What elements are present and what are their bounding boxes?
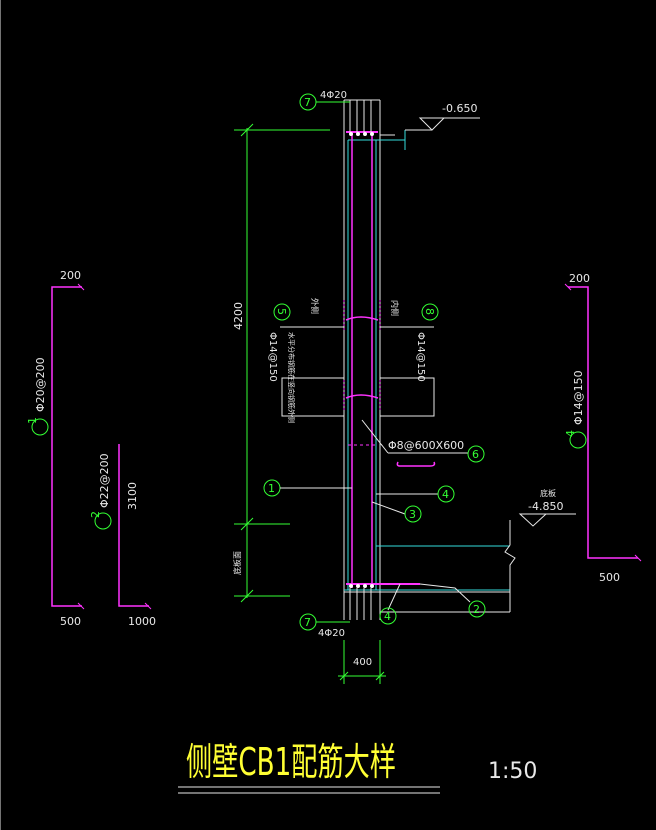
bar-4-marker [569,431,587,449]
elev-bottom-label: -4.850 [528,500,563,513]
bar-1-bottom: 500 [60,615,81,628]
elev-bottom-marker: 底板 -4.850 [518,488,576,527]
wall-section [343,99,516,620]
drawing-scale: 1:50 [488,759,537,784]
marker-4-bottom [379,607,397,625]
right-note-box [380,326,435,417]
marker-1-num: 1 [268,482,275,495]
outer-side-label: 外侧 [310,298,320,314]
bar-2-len: 3100 [126,482,139,510]
elev-bottom-floor-label: 底板 [540,488,556,498]
marker-8-num: 8 [423,308,436,315]
drawing-title: 侧壁CB1配筋大样 [186,740,396,784]
marker-4-right [437,485,455,503]
right-vert-bar-label: Φ14@150 [415,332,426,382]
tie-bars-label: Φ8@600X600 [388,439,464,452]
marker-8 [421,303,439,321]
marker-3-num: 3 [409,508,416,521]
top-bar-stubs [349,100,372,620]
marker-2-bottom [468,600,486,618]
left-vert-bar-label: Φ14@150 [267,332,278,382]
marker-5 [273,303,291,321]
elev-top-marker: -0.650 [405,102,480,131]
bar-2-bottom: 1000 [128,615,156,628]
elev-top-label: -0.650 [442,102,477,115]
bar-4-marker-num: 4 [564,430,577,437]
marker-6-num: 6 [472,448,479,461]
bar-4-top: 200 [569,272,590,285]
bar-1-top: 200 [60,269,81,282]
bar-4-shape [564,283,642,562]
bar-1-label: Φ20@200 [34,357,47,412]
bottom-face-label: 底板面 [232,551,242,575]
left-note-label: 水平分布钢筋在竖向钢筋外侧 [287,332,296,423]
top-bars-label: 4Φ20 [320,90,347,101]
marker-4-bottom-num: 4 [384,610,391,623]
marker-7-bottom-num: 7 [304,616,311,629]
thickness-dimension [338,640,386,684]
bar-1-marker [31,418,49,436]
bar-4-bottom: 500 [599,571,620,584]
bar-4-label: Φ14@150 [572,370,585,425]
marker-5-num: 5 [275,308,288,315]
bar-1-shape [51,283,85,610]
bar-2-label: Φ22@200 [98,453,111,508]
bar-2-marker-num: 2 [89,511,102,518]
marker-6 [467,445,485,463]
bottom-bars-label: 4Φ20 [318,628,345,639]
marker-2-bottom-num: 2 [473,603,480,616]
bar-2-shape [118,444,152,610]
thickness-label: 400 [353,657,372,668]
marker-4-right-num: 4 [442,488,449,501]
inner-side-label: 内侧 [390,300,400,316]
height-dim-label: 4200 [232,302,245,330]
left-note-box [280,326,344,417]
marker-7-top-num: 7 [304,96,311,109]
bar-2-marker [94,512,112,530]
bar-1-marker-num: 1 [26,417,39,424]
marker-3 [404,505,422,523]
height-dimension [234,123,330,603]
